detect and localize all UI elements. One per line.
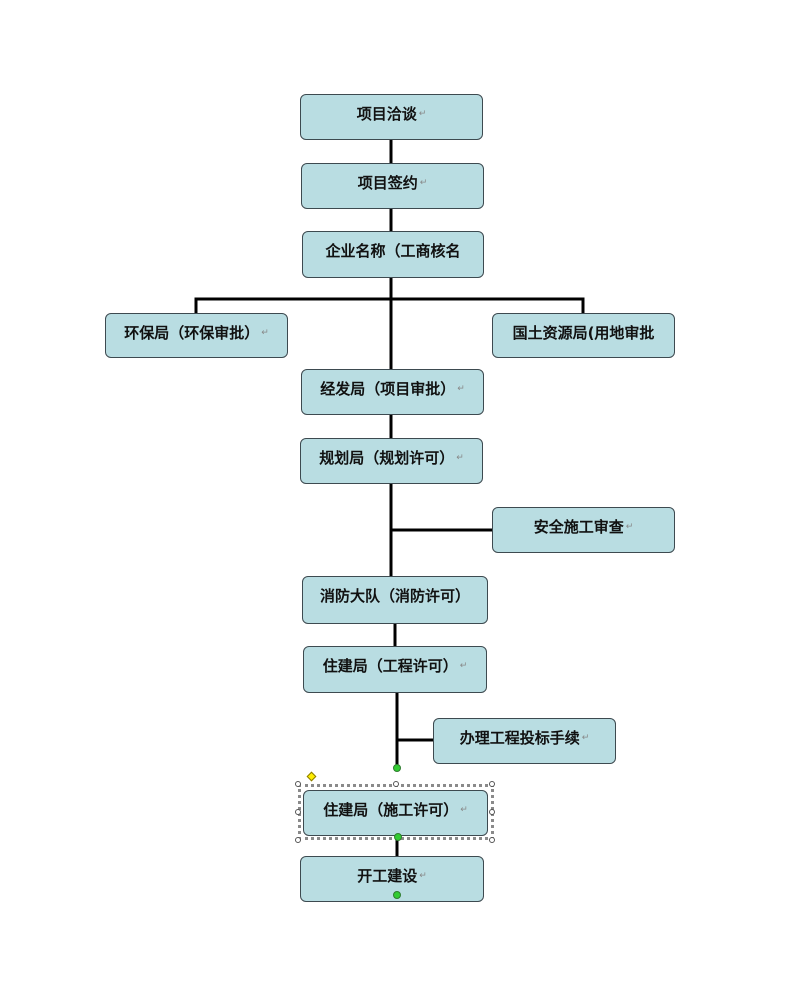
node-label: 安全施工审查 [533, 518, 624, 536]
resize-handle-top-right[interactable] [489, 781, 495, 787]
node-safety-review[interactable]: 安全施工审查↵ [492, 507, 675, 553]
return-mark-icon: ↵ [419, 871, 427, 881]
connection-point-icon[interactable] [393, 891, 401, 899]
node-label: 国土资源局(用地审批 [512, 324, 655, 342]
connection-point-icon[interactable] [393, 764, 401, 772]
return-mark-icon: ↵ [418, 109, 427, 119]
node-env-bureau[interactable]: 环保局（环保审批）↵ [105, 313, 288, 358]
node-project-signing[interactable]: 项目签约↵ [301, 163, 484, 209]
node-label: 规划局（规划许可） [319, 449, 455, 467]
node-label: 办理工程投标手续 [459, 729, 580, 747]
node-land-bureau[interactable]: 国土资源局(用地审批 [492, 313, 675, 358]
node-label: 企业名称（工商核名 [325, 242, 461, 260]
return-mark-icon: ↵ [581, 733, 590, 743]
return-mark-icon: ↵ [261, 328, 269, 338]
return-mark-icon: ↵ [625, 522, 634, 532]
node-planning-bureau[interactable]: 规划局（规划许可）↵ [300, 438, 483, 484]
return-mark-icon: ↵ [456, 453, 464, 463]
node-label: 项目洽谈 [356, 105, 417, 123]
node-econ-bureau[interactable]: 经发局（项目审批）↵ [301, 369, 484, 415]
resize-handle-top-left[interactable] [295, 781, 301, 787]
node-label: 开工建设 [357, 867, 418, 885]
node-label: 住建局（施工许可） [323, 801, 459, 819]
node-housing-bureau-construction[interactable]: 住建局（施工许可）↵ [303, 790, 488, 836]
resize-handle-mid-right[interactable] [489, 809, 495, 815]
node-enterprise-name[interactable]: 企业名称（工商核名 [302, 231, 484, 278]
resize-handle-top-mid[interactable] [393, 781, 399, 787]
return-mark-icon: ↵ [460, 805, 468, 815]
resize-handle-bottom-left[interactable] [295, 837, 301, 843]
node-label: 环保局（环保审批） [124, 324, 260, 342]
resize-handle-mid-left[interactable] [295, 809, 301, 815]
node-fire-brigade[interactable]: 消防大队（消防许可） [302, 576, 488, 624]
node-construction-start[interactable]: 开工建设↵ [300, 856, 484, 902]
return-mark-icon: ↵ [457, 384, 465, 394]
node-label: 住建局（工程许可） [322, 657, 458, 675]
node-project-negotiation[interactable]: 项目洽谈↵ [300, 94, 483, 140]
node-bidding-procedures[interactable]: 办理工程投标手续↵ [433, 718, 616, 764]
connection-point-icon[interactable] [394, 833, 402, 841]
node-label: 项目签约 [357, 174, 418, 192]
node-label: 经发局（项目审批） [320, 380, 456, 398]
return-mark-icon: ↵ [419, 178, 428, 188]
node-housing-bureau-engineering[interactable]: 住建局（工程许可）↵ [303, 646, 487, 693]
return-mark-icon: ↵ [459, 661, 468, 671]
node-label: 消防大队（消防许可） [319, 587, 470, 605]
resize-handle-bottom-right[interactable] [489, 837, 495, 843]
